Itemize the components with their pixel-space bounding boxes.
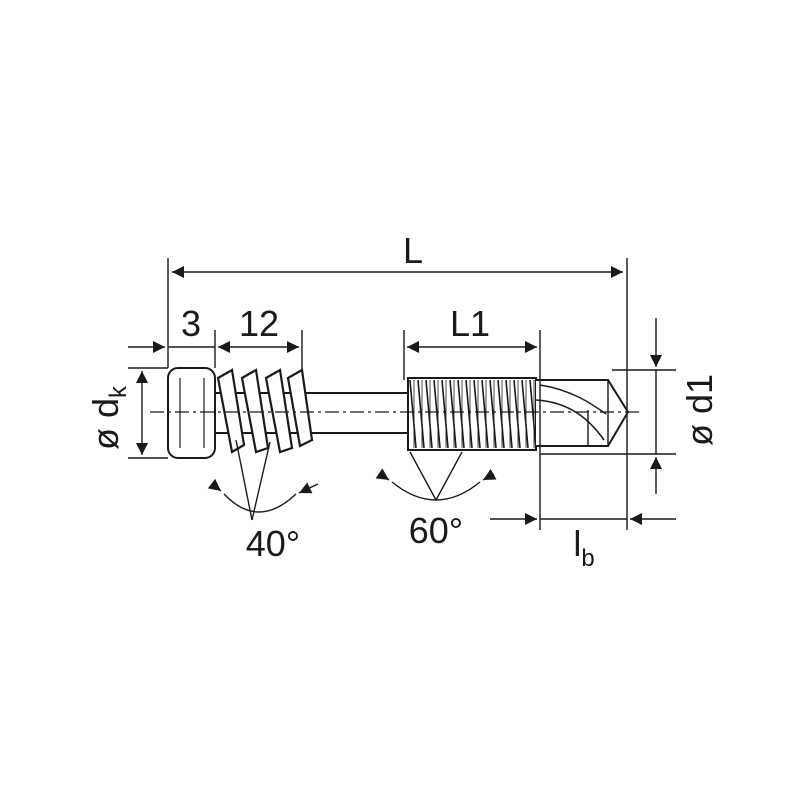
label-angle-60: 60° bbox=[409, 510, 463, 551]
thread-line bbox=[521, 379, 529, 449]
thread-line bbox=[417, 379, 425, 449]
thread-line bbox=[473, 379, 481, 449]
thread-line bbox=[505, 379, 513, 449]
drill-tip bbox=[535, 379, 630, 447]
thread-line bbox=[433, 379, 441, 449]
thread-line bbox=[529, 379, 537, 449]
label-lb: lb bbox=[573, 523, 594, 572]
screw-shank bbox=[215, 392, 408, 434]
svg-text:ø dk: ø dk bbox=[85, 385, 132, 450]
thread-line bbox=[465, 379, 473, 449]
angle-40-construction bbox=[207, 439, 319, 521]
screw bbox=[150, 367, 640, 459]
thread-line bbox=[457, 379, 465, 449]
label-angle-40: 40° bbox=[246, 523, 300, 564]
screw-thread bbox=[407, 377, 537, 451]
dimension-lines bbox=[128, 258, 676, 530]
label-L: L bbox=[403, 230, 423, 271]
label-L1: L1 bbox=[450, 303, 490, 344]
svg-text:ø d1: ø d1 bbox=[679, 374, 720, 446]
thread-line bbox=[425, 379, 433, 449]
thread-line bbox=[449, 379, 457, 449]
thread-line bbox=[409, 379, 417, 449]
angle-60-construction bbox=[375, 451, 497, 501]
thread-line bbox=[489, 379, 497, 449]
thread-line bbox=[441, 379, 449, 449]
screw-head bbox=[167, 367, 216, 459]
label-head-diameter: ø dk bbox=[85, 385, 132, 450]
dimension-labels: L 3 12 L1 ø dk ø d1 lb 40° 60° bbox=[85, 230, 720, 572]
thread-line bbox=[513, 379, 521, 449]
screw-wings bbox=[216, 368, 314, 454]
thread-line bbox=[481, 379, 489, 449]
label-12: 12 bbox=[239, 303, 279, 344]
label-3: 3 bbox=[181, 303, 201, 344]
thread-line bbox=[497, 379, 505, 449]
label-thread-diameter: ø d1 bbox=[679, 374, 720, 446]
